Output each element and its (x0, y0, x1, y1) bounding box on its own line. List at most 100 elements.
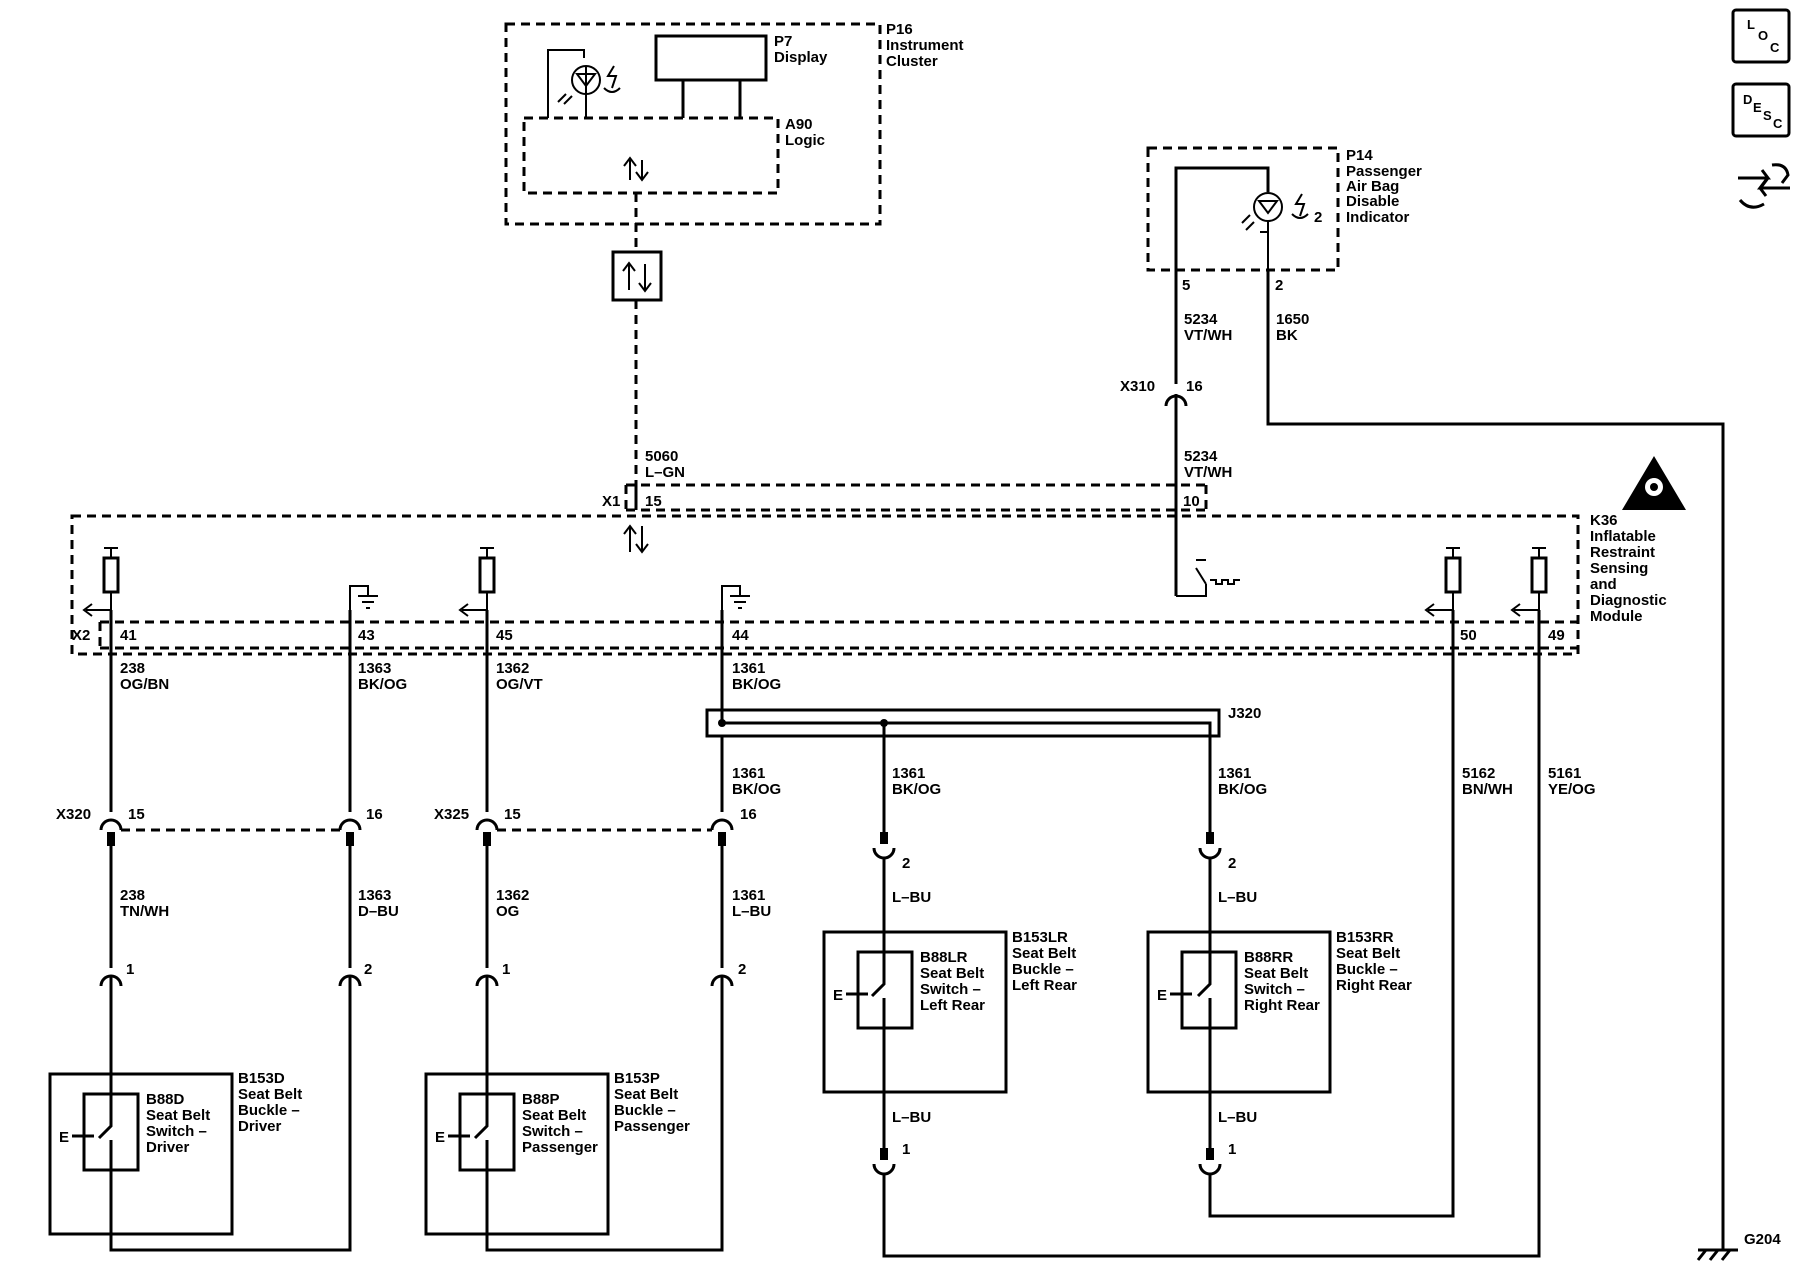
svg-text:E: E (59, 1129, 69, 1146)
svg-text:Diagnostic: Diagnostic (1590, 592, 1667, 609)
svg-text:Switch –: Switch – (146, 1123, 207, 1140)
svg-text:1: 1 (902, 1141, 910, 1158)
desc-button[interactable]: D E S C (1731, 82, 1791, 138)
svg-text:1: 1 (126, 961, 134, 978)
passenger-buckle-connector: 1 2 (475, 961, 746, 987)
svg-text:X2: X2 (72, 627, 90, 644)
repair-tools-icon[interactable] (1738, 163, 1790, 209)
svg-text:50: 50 (1460, 627, 1477, 644)
x325-connector: X325 15 16 (434, 806, 757, 846)
x1-connector: X1 15 10 (602, 483, 1208, 512)
svg-text:5162: 5162 (1462, 765, 1495, 782)
svg-text:43: 43 (358, 627, 375, 644)
svg-text:1361: 1361 (732, 765, 765, 782)
k36-input-50 (1424, 547, 1462, 617)
svg-text:Left Rear: Left Rear (1012, 977, 1077, 994)
svg-text:OG/VT: OG/VT (496, 676, 543, 693)
svg-text:Driver: Driver (146, 1139, 190, 1156)
svg-text:E: E (833, 987, 843, 1004)
svg-text:B153D: B153D (238, 1070, 285, 1087)
svg-text:B153P: B153P (614, 1070, 660, 1087)
svg-text:1363: 1363 (358, 887, 391, 904)
airbag-warning-icon (1622, 456, 1686, 510)
svg-text:B88RR: B88RR (1244, 949, 1293, 966)
svg-text:TN/WH: TN/WH (120, 903, 169, 920)
svg-text:B88LR: B88LR (920, 949, 968, 966)
svg-text:Seat Belt: Seat Belt (614, 1086, 678, 1103)
svg-text:L–BU: L–BU (892, 889, 931, 906)
right-rear-buckle-top-connector: 2 (1198, 832, 1236, 872)
passenger-seat-belt-buckle: E B88P Seat Belt Switch – Passenger B153… (424, 986, 724, 1252)
k36-input-45 (458, 547, 496, 617)
svg-text:BK/OG: BK/OG (892, 781, 941, 798)
svg-text:1650: 1650 (1276, 311, 1309, 328)
svg-text:O: O (1758, 28, 1768, 43)
svg-text:2: 2 (738, 961, 746, 978)
svg-text:S: S (1763, 108, 1772, 123)
svg-text:A90: A90 (785, 116, 813, 133)
svg-text:B88P: B88P (522, 1091, 560, 1108)
svg-text:Seat Belt: Seat Belt (522, 1107, 586, 1124)
k36-data-arrows-icon (623, 524, 649, 554)
svg-text:Seat Belt: Seat Belt (1012, 945, 1076, 962)
data-arrows-icon (623, 156, 649, 182)
serial-data-symbol (611, 250, 663, 302)
svg-text:1361: 1361 (892, 765, 925, 782)
svg-text:Cluster: Cluster (886, 53, 938, 70)
svg-text:2: 2 (902, 855, 910, 872)
logic-component: A90 Logic (522, 116, 825, 195)
svg-text:E: E (1753, 100, 1762, 115)
svg-text:Seat Belt: Seat Belt (920, 965, 984, 982)
k36-disable-switch-symbol (1176, 559, 1240, 597)
k36-input-49 (1510, 547, 1548, 617)
svg-text:Passenger: Passenger (1346, 163, 1422, 180)
left-rear-buckle-bottom-connector: 1 (872, 1141, 910, 1176)
svg-text:15: 15 (128, 806, 145, 823)
svg-text:49: 49 (1548, 627, 1565, 644)
svg-text:Switch –: Switch – (920, 981, 981, 998)
seatbelt-indicator-lamp-icon (547, 49, 621, 118)
svg-text:1361: 1361 (732, 660, 765, 677)
svg-text:45: 45 (496, 627, 513, 644)
x310-connector: X310 16 (1120, 378, 1203, 407)
svg-text:2: 2 (1275, 277, 1283, 294)
svg-text:Disable: Disable (1346, 193, 1399, 210)
left-rear-buckle-top-connector: 2 (872, 832, 910, 872)
svg-text:1361: 1361 (1218, 765, 1251, 782)
loc-button[interactable]: L O C (1731, 8, 1791, 64)
svg-text:10: 10 (1183, 493, 1200, 510)
svg-text:Air Bag: Air Bag (1346, 178, 1399, 195)
svg-text:1363: 1363 (358, 660, 391, 677)
svg-text:X1: X1 (602, 493, 620, 510)
svg-text:B153LR: B153LR (1012, 929, 1068, 946)
svg-text:Right Rear: Right Rear (1244, 997, 1320, 1014)
right-rear-seat-belt-buckle: E B88RR Seat Belt Switch – Right Rear B1… (1146, 929, 1412, 1094)
svg-text:G204: G204 (1744, 1231, 1781, 1248)
driver-buckle-connector: 1 2 (99, 961, 372, 987)
svg-text:41: 41 (120, 627, 137, 644)
svg-text:Left Rear: Left Rear (920, 997, 985, 1014)
svg-text:Right Rear: Right Rear (1336, 977, 1412, 994)
svg-text:Module: Module (1590, 608, 1643, 625)
k36-module: K36 Inflatable Restraint Sensing and Dia… (70, 512, 1667, 656)
svg-text:P16: P16 (886, 21, 913, 38)
svg-text:OG/BN: OG/BN (120, 676, 169, 693)
svg-text:L–BU: L–BU (732, 903, 771, 920)
svg-text:X320: X320 (56, 806, 91, 823)
ground-g204-icon: G204 (1696, 1231, 1781, 1261)
svg-text:16: 16 (366, 806, 383, 823)
svg-text:Switch –: Switch – (522, 1123, 583, 1140)
svg-text:1362: 1362 (496, 660, 529, 677)
svg-text:B88D: B88D (146, 1091, 185, 1108)
left-rear-seat-belt-buckle: E B88LR Seat Belt Switch – Left Rear B15… (822, 929, 1077, 1094)
svg-text:Restraint: Restraint (1590, 544, 1655, 561)
right-rear-buckle-bottom-connector: 1 (1198, 1141, 1236, 1176)
svg-text:and: and (1590, 576, 1617, 593)
display-component: P7 Display (654, 33, 828, 118)
svg-text:VT/WH: VT/WH (1184, 464, 1232, 481)
svg-text:44: 44 (732, 627, 749, 644)
x320-connector: X320 15 16 (56, 806, 383, 846)
airbag-disable-lamp-icon: 2 (1174, 166, 1322, 270)
svg-text:Inflatable: Inflatable (1590, 528, 1656, 545)
